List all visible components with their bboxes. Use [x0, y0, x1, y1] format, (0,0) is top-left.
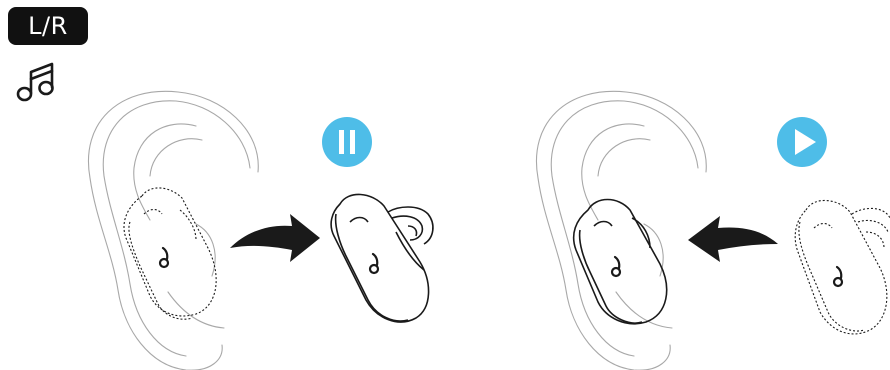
curved-arrow-left-icon [688, 216, 778, 262]
earbud-in-ear-dotted [124, 188, 216, 319]
earbud-removed-solid [331, 194, 433, 322]
earbud-outside-dotted [795, 200, 890, 334]
ear-outline-left [88, 91, 258, 370]
earbud-in-ear-solid [574, 200, 667, 324]
curved-arrow-right-icon [230, 214, 320, 262]
ear-outline-right [536, 91, 706, 370]
brand-logo-icon [834, 267, 842, 286]
brand-logo-icon [612, 257, 620, 276]
brand-logo-icon [370, 254, 378, 273]
pause-icon [322, 117, 372, 167]
play-icon [777, 117, 827, 167]
brand-logo-icon [160, 248, 168, 267]
ear-left-scene [88, 91, 432, 370]
ear-right-scene [536, 91, 890, 370]
